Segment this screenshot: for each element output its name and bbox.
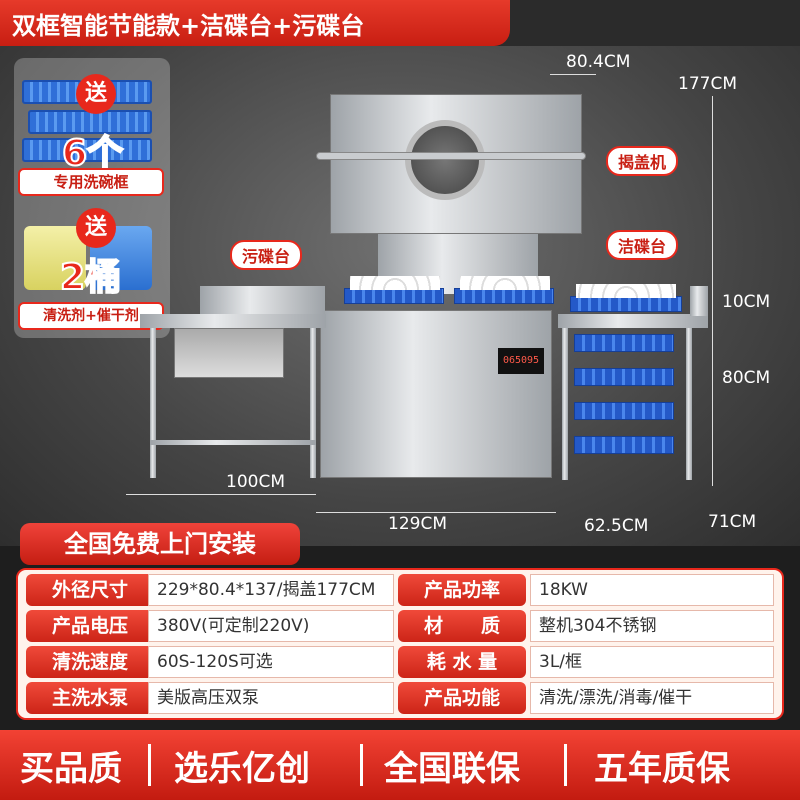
clean-table-backsplash-image: [690, 286, 708, 316]
control-display: 065095: [498, 348, 544, 374]
table-leg-image: [562, 328, 568, 480]
dim-total-height: 177CM: [678, 74, 737, 94]
stored-rack-image: [574, 368, 674, 386]
spec-value: 229*80.4*137/揭盖177CM: [148, 574, 394, 606]
dim-machine-length: 129CM: [388, 514, 447, 534]
footer-slogan: 五年质保: [594, 749, 730, 789]
gift-count-2: 2桶: [59, 256, 122, 299]
rack-image: [570, 296, 682, 312]
spec-key: 产品电压: [26, 610, 154, 642]
clean-table-callout: 洁碟台: [606, 230, 679, 260]
hood-callout: 揭盖机: [606, 146, 679, 176]
dimension-line: [316, 512, 556, 513]
spec-value: 整机304不锈钢: [530, 610, 774, 642]
spec-key: 外径尺寸: [26, 574, 154, 606]
dimension-line: [126, 494, 316, 495]
hood-window-image: [405, 120, 485, 200]
rack-image: [454, 288, 554, 304]
spec-value: 380V(可定制220V): [148, 610, 394, 642]
dim-depth: 71CM: [708, 512, 757, 532]
stored-rack-image: [574, 402, 674, 420]
plates-image: [460, 276, 550, 290]
hood-handle-image: [316, 152, 586, 160]
footer-divider: [360, 744, 363, 786]
plates-image: [576, 284, 676, 298]
gift-label-2: 清洗剂+催干剂: [18, 302, 164, 330]
gift-label-1: 专用洗碗框: [18, 168, 164, 196]
spec-key: 主洗水泵: [26, 682, 154, 714]
dirty-table-callout: 污碟台: [230, 240, 303, 270]
machine-body-image: [320, 310, 552, 478]
footer-divider: [148, 744, 151, 786]
title-banner: 双框智能节能款+洁碟台+污碟台: [0, 0, 510, 46]
spec-key: 耗 水 量: [398, 646, 526, 678]
clean-table-top-image: [558, 314, 708, 328]
footer-slogan: 全国联保: [384, 749, 520, 789]
stored-rack-image: [574, 436, 674, 454]
plates-image: [350, 276, 440, 290]
table-leg-image: [686, 328, 692, 480]
dim-table-height: 80CM: [722, 368, 771, 388]
dimension-line: [550, 74, 596, 75]
table-leg-image: [150, 328, 156, 478]
footer-slogan: 选乐亿创: [174, 749, 310, 789]
spec-key: 产品功率: [398, 574, 526, 606]
dirty-table-backsplash-image: [200, 286, 325, 316]
spec-value: 美版高压双泵: [148, 682, 394, 714]
spec-key: 清洗速度: [26, 646, 154, 678]
gift-badge-2: 送: [76, 208, 116, 248]
footer-slogan: 买品质: [20, 749, 122, 789]
spec-value: 清洗/漂洗/消毒/催干: [530, 682, 774, 714]
footer-divider: [564, 744, 567, 786]
dimension-line: [712, 96, 713, 486]
dim-top-width: 80.4CM: [566, 52, 631, 72]
stored-rack-image: [574, 334, 674, 352]
table-leg-image: [310, 328, 316, 478]
dim-dirty-length: 100CM: [226, 472, 285, 492]
spec-value: 60S-120S可选: [148, 646, 394, 678]
spec-value: 3L/框: [530, 646, 774, 678]
rack-image: [344, 288, 444, 304]
footer-banner: 买品质 选乐亿创 全国联保 五年质保: [0, 730, 800, 800]
dim-clean-gap: 10CM: [722, 292, 771, 312]
detergent-bucket-image: [24, 226, 86, 290]
install-banner: 全国免费上门安装: [20, 523, 300, 565]
spec-value: 18KW: [530, 574, 774, 606]
spec-key: 产品功能: [398, 682, 526, 714]
dirty-table-top-image: [140, 314, 326, 328]
table-rail-image: [150, 440, 316, 445]
sink-image: [174, 328, 284, 378]
spec-key: 材 质: [398, 610, 526, 642]
gift-badge-1: 送: [76, 74, 116, 114]
dim-clean-length: 62.5CM: [584, 516, 649, 536]
page-title: 双框智能节能款+洁碟台+污碟台: [12, 12, 365, 40]
gift-count-1: 6个: [61, 132, 124, 175]
